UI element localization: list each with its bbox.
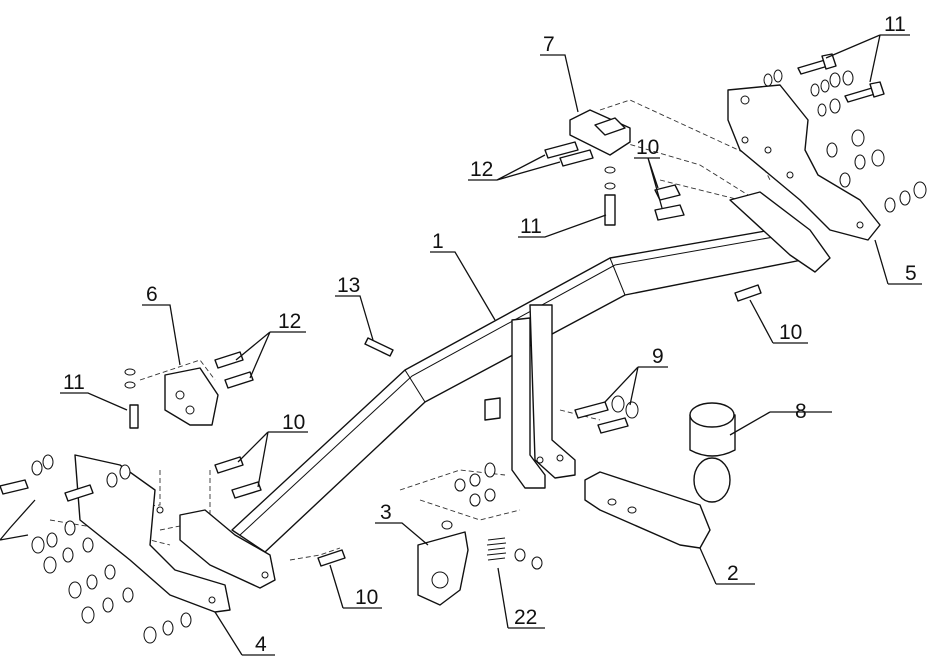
callout-10-right: 10 [779,321,802,344]
callout-12-top: 12 [470,158,493,181]
callout-2: 2 [727,562,739,585]
left-fasteners [0,284,762,644]
tow-ball-assembly [584,402,736,549]
callout-8: 8 [795,400,807,423]
assembly-guide-lines [49,99,801,561]
callout-7: 7 [543,33,555,56]
center-brackets [484,304,576,489]
callout-11-left: 11 [63,371,85,394]
callout-11-top-right: 11 [884,13,906,36]
callout-10-left: 10 [282,411,305,434]
callout-5: 5 [905,262,917,285]
socket-plate-and-spring [417,531,543,606]
callout-11-center: 11 [520,215,542,238]
right-side-bracket [727,84,881,241]
callout-4: 4 [255,633,267,656]
callout-6: 6 [146,283,158,306]
left-side-brackets [74,367,276,613]
callout-22: 22 [514,606,537,629]
callout-9: 9 [652,345,664,368]
callout-10-top: 10 [636,136,659,159]
crossbar-part [231,191,831,553]
top-mounting-plate [544,109,685,226]
callout-3: 3 [380,501,392,524]
callout-13: 13 [337,274,360,297]
callout-10-bottom: 10 [355,586,378,609]
center-fasteners [441,395,639,530]
right-fasteners [763,53,927,213]
callout-1: 1 [432,230,444,253]
callout-12-left: 12 [278,310,301,333]
callout-labels: 1 2 3 4 5 6 7 8 9 10 10 10 10 11 11 11 1… [63,13,917,656]
leader-lines [0,34,922,656]
